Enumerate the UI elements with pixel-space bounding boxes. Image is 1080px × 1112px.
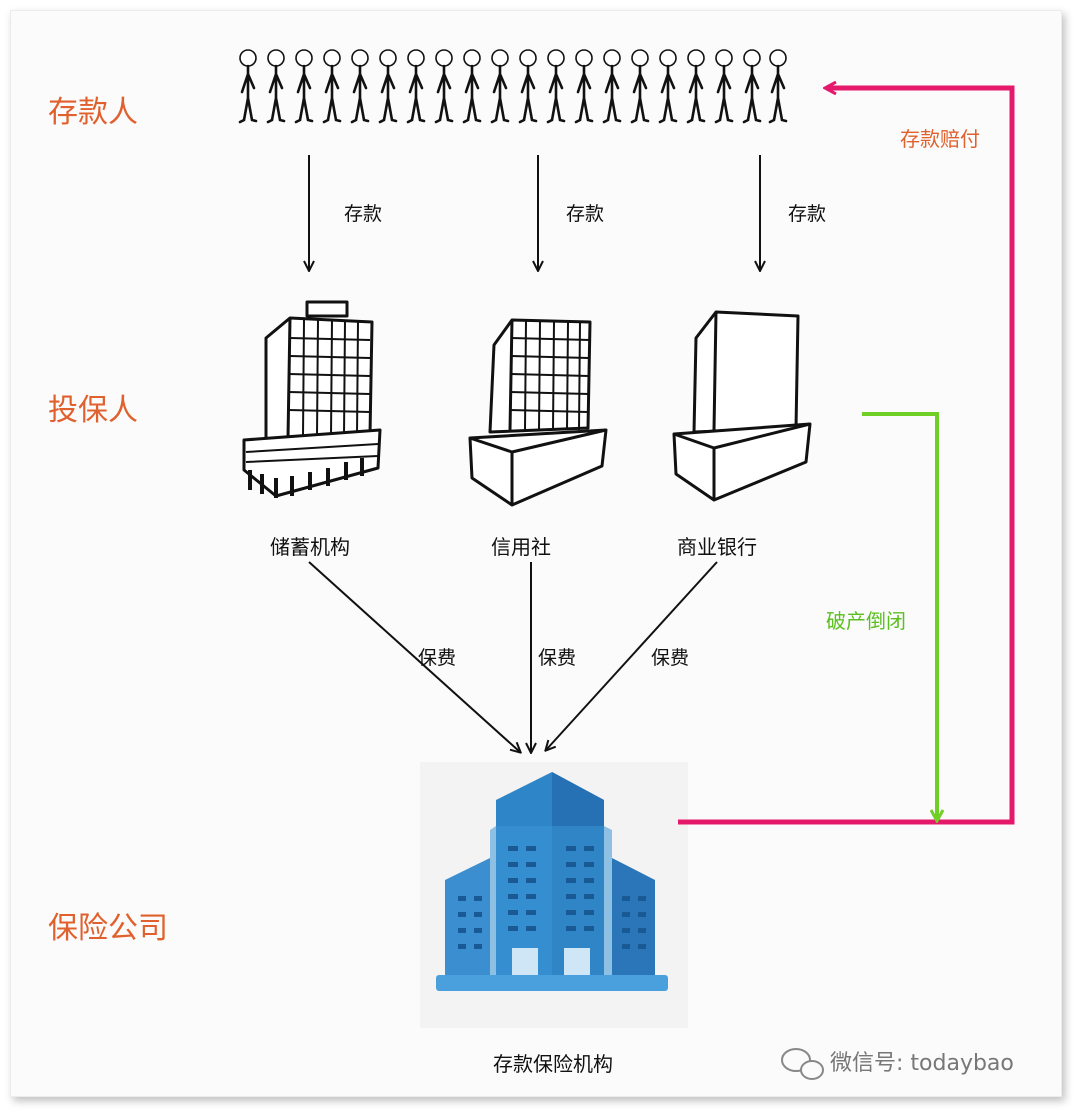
deposit-label-3: 存款: [788, 203, 826, 225]
premium-label-3: 保费: [651, 647, 689, 669]
institution-savings: 储蓄机构: [270, 535, 350, 559]
institution-commercial-bank: 商业银行: [677, 535, 757, 559]
deposit-label-2: 存款: [566, 203, 604, 225]
institution-deposit-insurer: 存款保险机构: [493, 1052, 613, 1076]
role-depositor: 存款人: [48, 95, 138, 130]
role-policyholder: 投保人: [48, 393, 138, 428]
credit-union-building-illustration: [468, 318, 608, 507]
bankruptcy-label: 破产倒闭: [826, 609, 906, 633]
premium-arrow-3: [546, 561, 718, 750]
compensation-label: 存款赔付: [900, 127, 980, 151]
premium-label-1: 保费: [418, 647, 456, 669]
wechat-icon: [781, 1048, 824, 1080]
deposit-label-1: 存款: [344, 203, 382, 225]
premium-label-2: 保费: [538, 647, 576, 669]
premium-arrow-1: [308, 561, 520, 752]
deposit-insurer-building-illustration: [420, 762, 688, 1028]
watermark-text: 微信号: todaybao: [830, 1051, 1014, 1076]
bankruptcy-arrow: [862, 412, 937, 820]
institution-credit-union: 信用社: [491, 535, 551, 559]
savings-building-illustration: [242, 300, 382, 498]
role-insurer: 保险公司: [48, 911, 168, 946]
depositor-crowd-illustration: [238, 48, 788, 124]
compensation-arrow: [678, 88, 1015, 825]
commercial-bank-building-illustration: [672, 310, 812, 502]
